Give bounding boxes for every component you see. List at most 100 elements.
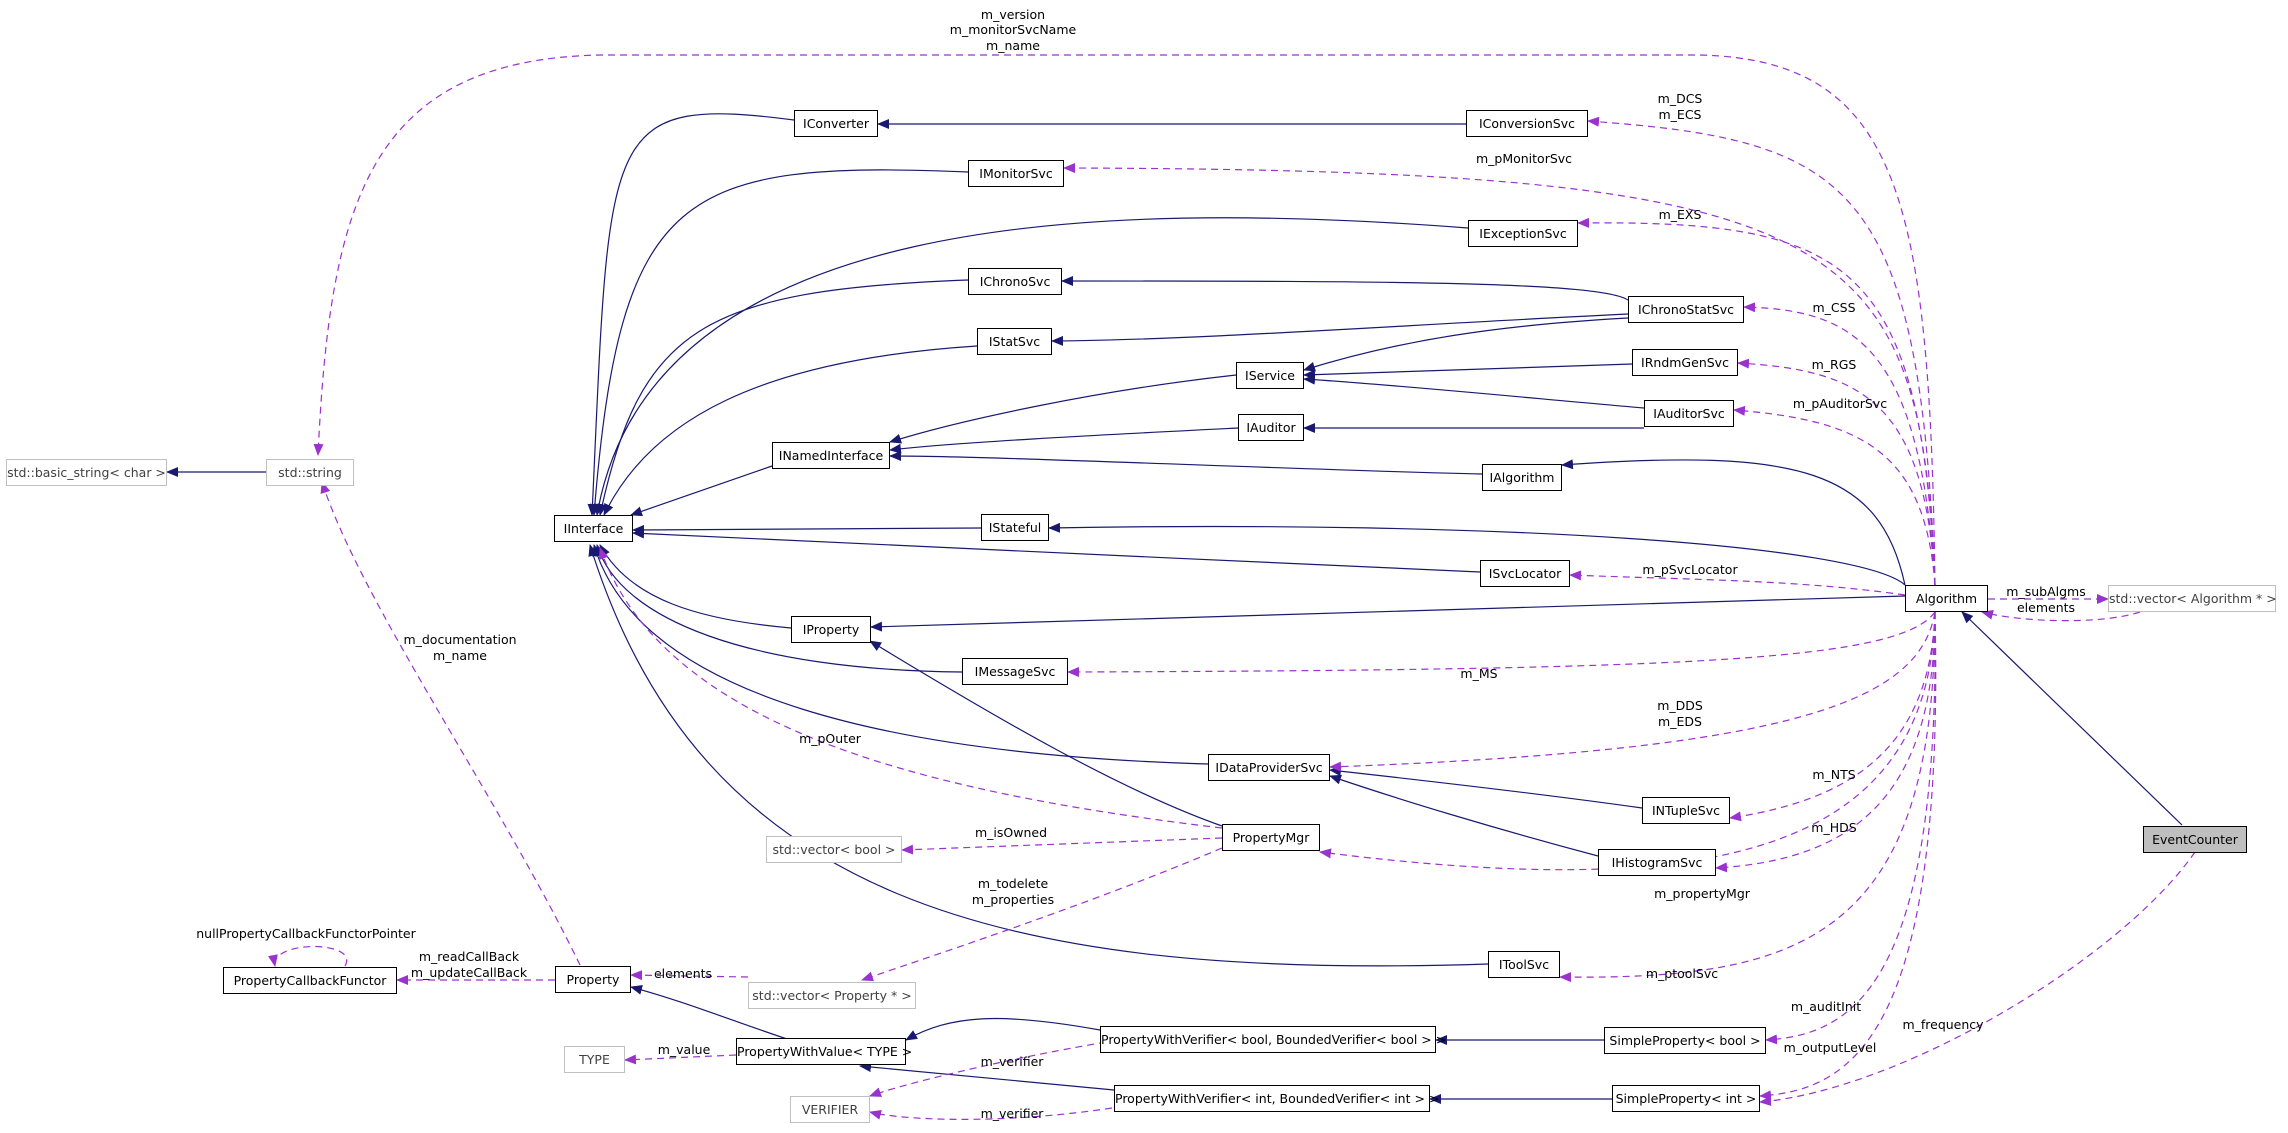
node-imonitorsvc[interactable]: IMonitorSvc <box>968 160 1064 187</box>
node-isvclocator[interactable]: ISvcLocator <box>1480 560 1570 587</box>
edge-use-nullcallback <box>268 946 348 967</box>
node-ihistogramsvc[interactable]: IHistogramSvc <box>1598 849 1716 876</box>
node-istatsvc[interactable]: IStatSvc <box>977 328 1052 355</box>
edge-use-dcs <box>1587 116 1936 586</box>
edge-use-monitor <box>1063 163 1936 586</box>
label-m-monitorsvcname: m_monitorSvcName <box>949 22 1077 37</box>
node-istateful[interactable]: IStateful <box>981 514 1049 541</box>
node-ichronostatsvc[interactable]: IChronoStatSvc <box>1628 296 1744 323</box>
label-m-version: m_version <box>980 7 1046 22</box>
edge-use-rgs <box>1737 358 1936 586</box>
label-m-css: m_CSS <box>1812 300 1856 315</box>
node-vector-property[interactable]: std::vector< Property * > <box>748 982 916 1009</box>
node-iservice[interactable]: IService <box>1236 362 1304 389</box>
label-m-value: m_value <box>657 1042 711 1057</box>
label-m-outputlevel: m_outputLevel <box>1783 1040 1877 1055</box>
edge-IStatSvc-IInterface <box>603 345 978 516</box>
edge-IExceptionSvc-IInterface <box>593 217 1469 516</box>
node-vector-algorithm[interactable]: std::vector< Algorithm * > <box>2108 585 2277 612</box>
edge-IProperty-IInterface <box>599 544 792 629</box>
edge-INamedInterface-IInterface <box>630 465 773 517</box>
node-property[interactable]: Property <box>555 966 631 993</box>
label-m-dcs: m_DCS <box>1657 91 1703 106</box>
edge-IDataProviderSvc-IInterface <box>592 544 1209 765</box>
edge-use-exs <box>1577 217 1936 586</box>
edge-use-auditinit <box>1765 611 1936 1045</box>
edge-use-verifier2 <box>869 1107 1113 1120</box>
edge-PWV_bool-PropertyWithValue <box>905 1017 1101 1041</box>
node-iconversionsvc[interactable]: IConversionSvc <box>1466 110 1588 137</box>
edge-EventCounter-Algorithm <box>1961 611 2183 826</box>
node-propertywithvalue[interactable]: PropertyWithValue< TYPE > <box>736 1038 912 1065</box>
label-m-updatecallback: m_updateCallBack <box>410 965 528 980</box>
node-irndmgensvc[interactable]: IRndmGenSvc <box>1632 349 1738 376</box>
node-simpleproperty-int[interactable]: SimpleProperty< int > <box>1612 1085 1760 1112</box>
label-m-verifier-1: m_verifier <box>980 1054 1044 1069</box>
edge-IToolSvc-IInterface <box>588 544 1489 967</box>
node-simpleproperty-bool[interactable]: SimpleProperty< bool > <box>1604 1027 1766 1054</box>
label-m-todelete: m_todelete <box>977 876 1049 891</box>
node-verifier[interactable]: VERIFIER <box>790 1096 870 1123</box>
node-iauditorsvc[interactable]: IAuditorSvc <box>1644 400 1734 427</box>
node-pwv-int[interactable]: PropertyWithVerifier< int, BoundedVerifi… <box>1114 1085 1439 1112</box>
label-m-hds: m_HDS <box>1811 820 1857 835</box>
label-elements-back: elements <box>2016 600 2076 615</box>
node-iauditor[interactable]: IAuditor <box>1238 414 1304 441</box>
edge-IMessageSvc-IInterface <box>595 544 963 673</box>
edge-IChronoStatSvc-IService <box>1303 317 1629 372</box>
node-propertymgr[interactable]: PropertyMgr <box>1222 824 1320 851</box>
node-imessagesvc[interactable]: IMessageSvc <box>962 658 1068 685</box>
label-m-dds: m_DDS <box>1657 698 1703 713</box>
edge-use-css <box>1743 302 1936 586</box>
label-m-exs: m_EXS <box>1658 207 1702 222</box>
label-m-pouter: m_pOuter <box>799 731 861 746</box>
edge-IConverter-IInterface <box>587 113 795 516</box>
node-propertycallbackfunctor[interactable]: PropertyCallbackFunctor <box>223 967 397 994</box>
edge-use-svclocator <box>1569 570 1906 596</box>
label-m-frequency: m_frequency <box>1902 1017 1984 1032</box>
node-intuplesvc[interactable]: INTupleSvc <box>1642 797 1730 824</box>
edge-use-hds <box>1715 611 1936 873</box>
edge-IRndmGenSvc-IService <box>1303 363 1633 380</box>
label-m-isowned: m_isOwned <box>974 825 1048 840</box>
edge-use-properties <box>861 847 1223 982</box>
edge-use-auditorsvc <box>1733 405 1936 586</box>
label-m-eds: m_EDS <box>1658 714 1702 729</box>
node-itoolsvc[interactable]: IToolSvc <box>1488 951 1560 978</box>
edge-use-outputlevel <box>1759 611 1937 1101</box>
label-m-verifier-2: m_verifier <box>980 1106 1044 1121</box>
node-iinterface[interactable]: IInterface <box>554 515 633 542</box>
label-m-pauditorsvc: m_pAuditorSvc <box>1792 396 1888 411</box>
edge-INTupleSvc-IDataProviderSvc <box>1329 766 1643 809</box>
node-std-string[interactable]: std::string <box>266 459 354 486</box>
edge-use-value <box>624 1054 737 1065</box>
edge-use-verifier1 <box>869 1041 1107 1097</box>
node-type[interactable]: TYPE <box>564 1046 625 1073</box>
node-eventcounter[interactable]: EventCounter <box>2143 826 2247 853</box>
label-m-propertymgr: m_propertyMgr <box>1654 886 1750 901</box>
edge-PropertyMgr-IProperty <box>869 640 1223 827</box>
edge-use-toolsvc <box>1559 611 1936 983</box>
node-iexceptionsvc[interactable]: IExceptionSvc <box>1468 220 1578 247</box>
edge-IChronoStatSvc-IStatSvc <box>1051 313 1629 346</box>
label-m-subalgms: m_subAlgms <box>2006 584 2086 599</box>
node-ichronosvc[interactable]: IChronoSvc <box>968 268 1062 295</box>
label-m-ptoolsvc: m_ptoolSvc <box>1645 966 1719 981</box>
label-m-properties: m_properties <box>971 892 1055 907</box>
node-ialgorithm[interactable]: IAlgorithm <box>1482 464 1562 491</box>
node-inamedinterface[interactable]: INamedInterface <box>772 442 890 469</box>
node-vector-bool[interactable]: std::vector< bool > <box>766 836 902 863</box>
node-basic-string[interactable]: std::basic_string< char > <box>6 459 167 486</box>
node-iproperty[interactable]: IProperty <box>791 616 871 643</box>
node-iconverter[interactable]: IConverter <box>794 110 878 137</box>
label-m-ecs: m_ECS <box>1658 107 1702 122</box>
edge-use-dds <box>1329 611 1936 772</box>
node-pwv-bool[interactable]: PropertyWithVerifier< bool, BoundedVerif… <box>1100 1026 1446 1053</box>
edge-IHistogramSvc-IDataProviderSvc <box>1329 774 1599 857</box>
edge-Algorithm-IProperty <box>870 595 1906 632</box>
edge-IAuditor-INamedInterface <box>889 427 1239 454</box>
node-idataprovidersvc[interactable]: IDataProviderSvc <box>1208 754 1330 781</box>
node-algorithm[interactable]: Algorithm <box>1905 585 1988 612</box>
